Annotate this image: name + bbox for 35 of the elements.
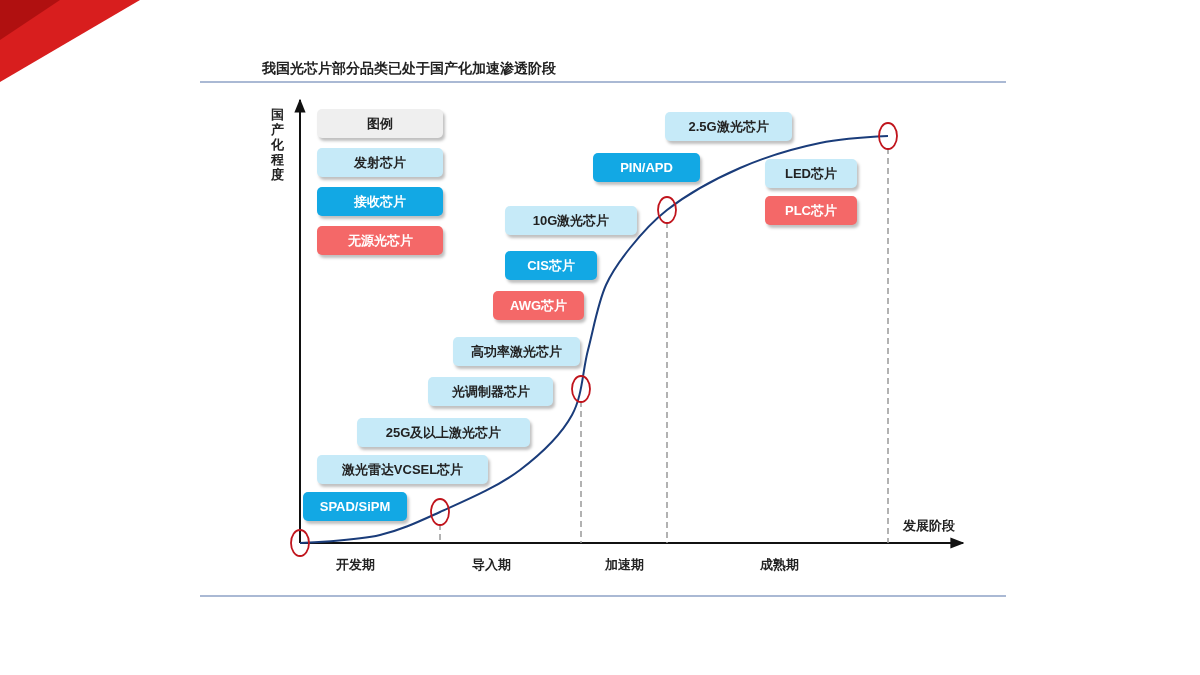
chip-box bbox=[357, 418, 530, 447]
chip-box bbox=[505, 206, 637, 235]
legend-label: 无源光芯片 bbox=[347, 231, 413, 250]
chip-label: 2.5G激光芯片 bbox=[688, 117, 769, 136]
chip-label: PIN/APD bbox=[620, 160, 673, 175]
x-axis-title: 发展阶段 bbox=[903, 517, 955, 535]
chip-label: CIS芯片 bbox=[527, 256, 575, 275]
chip-box bbox=[593, 153, 700, 182]
legend-label: 发射芯片 bbox=[354, 153, 406, 172]
chip-label: 激光雷达VCSEL芯片 bbox=[341, 460, 464, 479]
chip-label: AWG芯片 bbox=[509, 296, 568, 315]
legend-label: 接收芯片 bbox=[354, 192, 406, 211]
chip-label: LED芯片 bbox=[785, 164, 837, 183]
stage-label: 成熟期 bbox=[760, 556, 799, 574]
chip-label: 10G激光芯片 bbox=[532, 211, 610, 230]
chip-box bbox=[665, 112, 792, 141]
chip-label: PLC芯片 bbox=[785, 201, 837, 220]
chip-box bbox=[765, 159, 857, 188]
chip-box bbox=[453, 337, 580, 366]
chip-label: 25G及以上激光芯片 bbox=[385, 423, 502, 442]
stage-label: 导入期 bbox=[472, 556, 511, 574]
legend-title: 图例 bbox=[367, 114, 393, 133]
stage-label: 开发期 bbox=[336, 556, 375, 574]
chip-label: 高功率激光芯片 bbox=[471, 342, 562, 361]
chip-box bbox=[303, 492, 407, 521]
stage-label: 加速期 bbox=[605, 556, 644, 574]
chip-box bbox=[317, 455, 488, 484]
chip-box bbox=[428, 377, 553, 406]
chip-label: SPAD/SiPM bbox=[319, 499, 391, 514]
chart-title: 我国光芯片部分品类已处于国产化加速渗透阶段 bbox=[262, 60, 556, 78]
chip-label: 光调制器芯片 bbox=[451, 382, 530, 401]
chip-box bbox=[505, 251, 597, 280]
chip-box bbox=[765, 196, 857, 225]
y-axis-title: 国产化程度 bbox=[271, 108, 284, 183]
chip-box bbox=[493, 291, 584, 320]
